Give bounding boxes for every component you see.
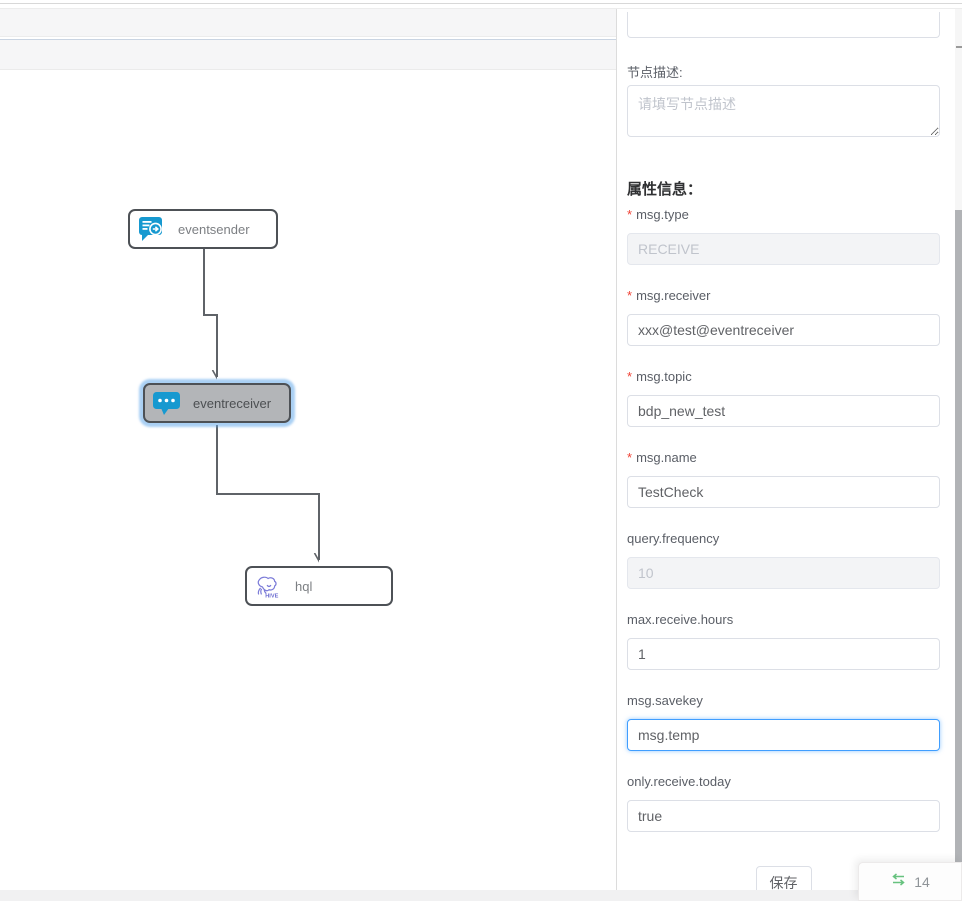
field-input[interactable] <box>627 638 940 670</box>
top-hairline <box>0 3 962 4</box>
form-field: msg.savekey <box>627 693 940 774</box>
field-label: msg.topic <box>636 369 692 384</box>
bottom-status-strip <box>0 890 962 901</box>
execution-count-badge[interactable]: 14 <box>858 862 962 901</box>
toolbar-strip-bottom <box>0 40 617 70</box>
save-button[interactable]: 保存 <box>756 866 812 890</box>
node-description-label: 节点描述: <box>627 62 940 78</box>
field-input[interactable] <box>627 557 940 589</box>
field-input[interactable] <box>627 314 940 346</box>
field-input[interactable] <box>627 233 940 265</box>
workflow-canvas[interactable] <box>0 70 617 890</box>
required-asterisk: * <box>627 450 632 465</box>
required-asterisk: * <box>627 288 632 303</box>
required-asterisk: * <box>627 207 632 222</box>
form-field: * msg.type <box>627 207 940 288</box>
form-field: * msg.name <box>627 450 940 531</box>
clipped-input-above[interactable] <box>627 12 940 38</box>
form-field: max.receive.hours <box>627 612 940 693</box>
scrollbar-top-dash <box>956 46 962 48</box>
hive-icon: HIVE <box>254 572 284 600</box>
field-label: max.receive.hours <box>627 612 733 627</box>
event-sender-icon <box>137 215 167 243</box>
node-eventsender[interactable]: eventsender <box>128 209 278 249</box>
field-label: msg.type <box>636 207 689 222</box>
form-field: * msg.topic <box>627 369 940 450</box>
field-label: msg.savekey <box>627 693 703 708</box>
toolbar-strip-top <box>0 9 617 37</box>
field-label: query.frequency <box>627 531 719 546</box>
node-description-textarea[interactable] <box>627 85 940 137</box>
node-properties-panel: 节点描述: 属性信息： * msg.type * msg.receiver * msg… <box>618 9 955 890</box>
node-label: hql <box>295 579 312 594</box>
node-label: eventsender <box>178 222 250 237</box>
node-label: eventreceiver <box>193 396 271 411</box>
canvas-panel-divider <box>616 9 617 890</box>
field-input[interactable] <box>627 800 940 832</box>
field-label: only.receive.today <box>627 774 731 789</box>
form-field: only.receive.today <box>627 774 940 855</box>
field-input[interactable] <box>627 719 940 751</box>
attribute-fields: * msg.type * msg.receiver * msg.topic * msg.… <box>627 207 940 855</box>
field-label: msg.receiver <box>636 288 710 303</box>
event-receiver-icon <box>152 389 182 417</box>
panel-scrollbar-thumb[interactable] <box>955 210 962 872</box>
field-label: msg.name <box>636 450 697 465</box>
form-field: * msg.receiver <box>627 288 940 369</box>
field-input[interactable] <box>627 476 940 508</box>
attributes-section-title: 属性信息： <box>627 178 940 196</box>
node-hql[interactable]: HIVE hql <box>245 566 393 606</box>
badge-count: 14 <box>914 874 930 890</box>
field-input[interactable] <box>627 395 940 427</box>
svg-text:HIVE: HIVE <box>265 593 278 599</box>
required-asterisk: * <box>627 369 632 384</box>
swap-arrows-icon <box>890 873 907 891</box>
node-eventreceiver[interactable]: eventreceiver <box>143 383 291 423</box>
form-field: query.frequency <box>627 531 940 612</box>
